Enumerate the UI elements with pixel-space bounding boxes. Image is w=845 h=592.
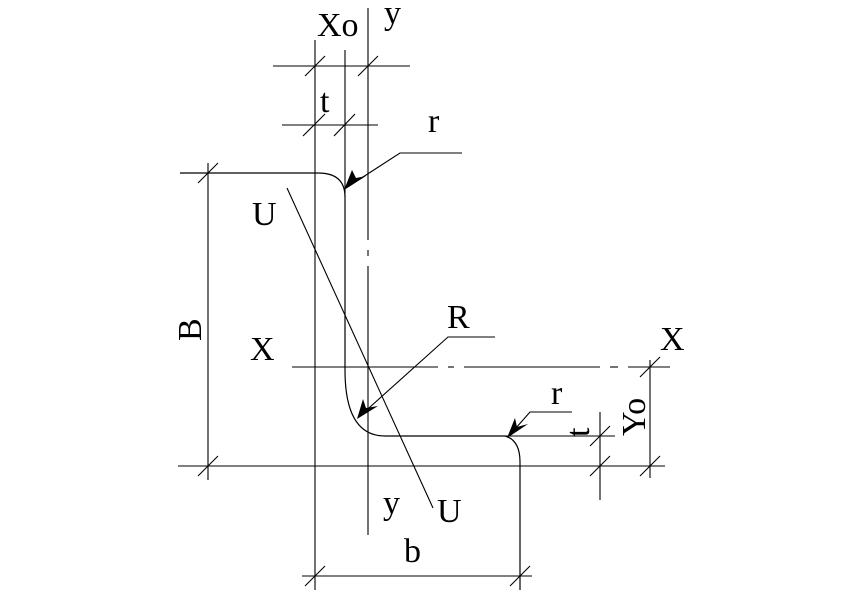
x-left-label: X [250, 331, 275, 368]
tick [304, 55, 326, 77]
tick [589, 455, 611, 477]
u-top-label: U [252, 196, 277, 233]
r-top-leader [345, 152, 462, 189]
tick [357, 55, 379, 77]
u-bottom-label: U [437, 493, 462, 530]
xo-label: Xo [317, 7, 359, 44]
t-top-label: t [320, 83, 330, 120]
x-right-label: X [660, 321, 685, 358]
tick [639, 356, 661, 378]
arrowhead [507, 418, 528, 438]
angle-section-outline [180, 172, 521, 590]
tick [304, 565, 326, 587]
b-height-label: B [172, 318, 209, 341]
y-top-label: y [384, 0, 401, 32]
tick [589, 425, 611, 447]
b-width-label: b [404, 533, 421, 570]
yo-label: Yo [616, 398, 653, 436]
arrowhead [357, 399, 378, 419]
r-fillet-leader [359, 336, 495, 417]
u-axis [286, 187, 434, 509]
tick [197, 162, 219, 184]
r-bottom-label: r [551, 375, 563, 412]
tick [509, 565, 531, 587]
arrowhead [344, 170, 366, 190]
tick [302, 113, 326, 137]
tick [639, 455, 661, 477]
r-fillet-label: R [447, 299, 470, 336]
y-bottom-label: y [383, 485, 400, 522]
tick [197, 455, 219, 477]
r-top-label: r [428, 103, 440, 140]
t-right-label: t [560, 427, 597, 437]
tick [333, 113, 356, 137]
